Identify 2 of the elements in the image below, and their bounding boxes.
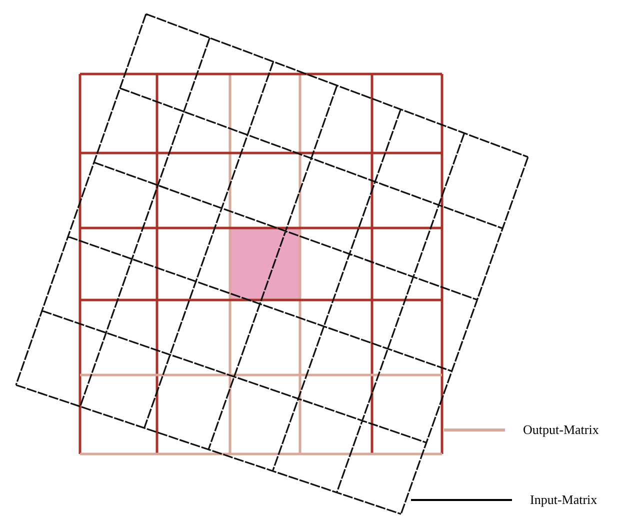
legend-label: Input-Matrix [530,493,598,506]
legend-label: Output-Matrix [523,423,599,436]
